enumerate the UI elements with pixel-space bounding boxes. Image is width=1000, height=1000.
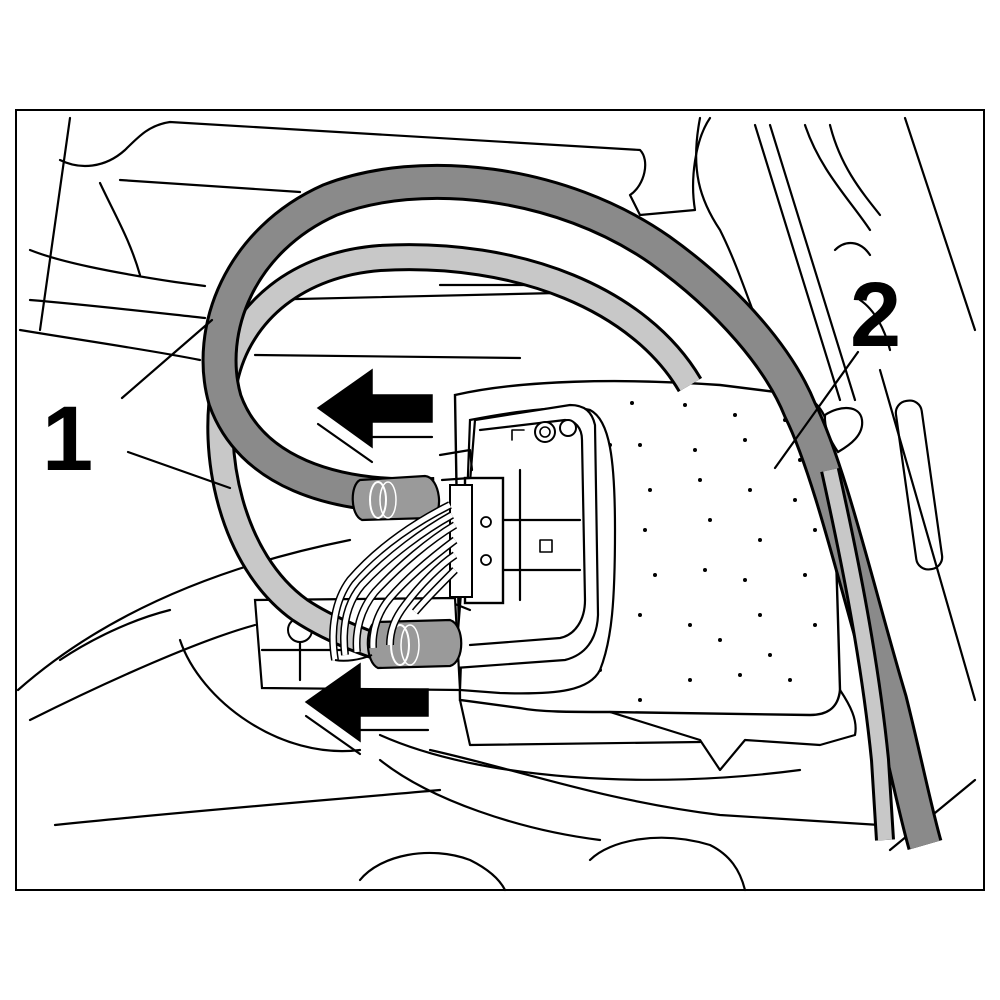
vent-hoses bbox=[201, 163, 943, 850]
arrow-left-icon bbox=[316, 368, 433, 449]
arrow-upper bbox=[316, 368, 434, 464]
callout-1-label: 1 bbox=[42, 388, 93, 490]
leader-lines bbox=[120, 318, 860, 490]
wire-bundle bbox=[329, 501, 458, 662]
background-body-panels bbox=[16, 116, 977, 892]
callout-2-label: 2 bbox=[850, 264, 901, 366]
arrow-left-icon bbox=[304, 662, 429, 743]
arrow-lower bbox=[304, 662, 430, 756]
